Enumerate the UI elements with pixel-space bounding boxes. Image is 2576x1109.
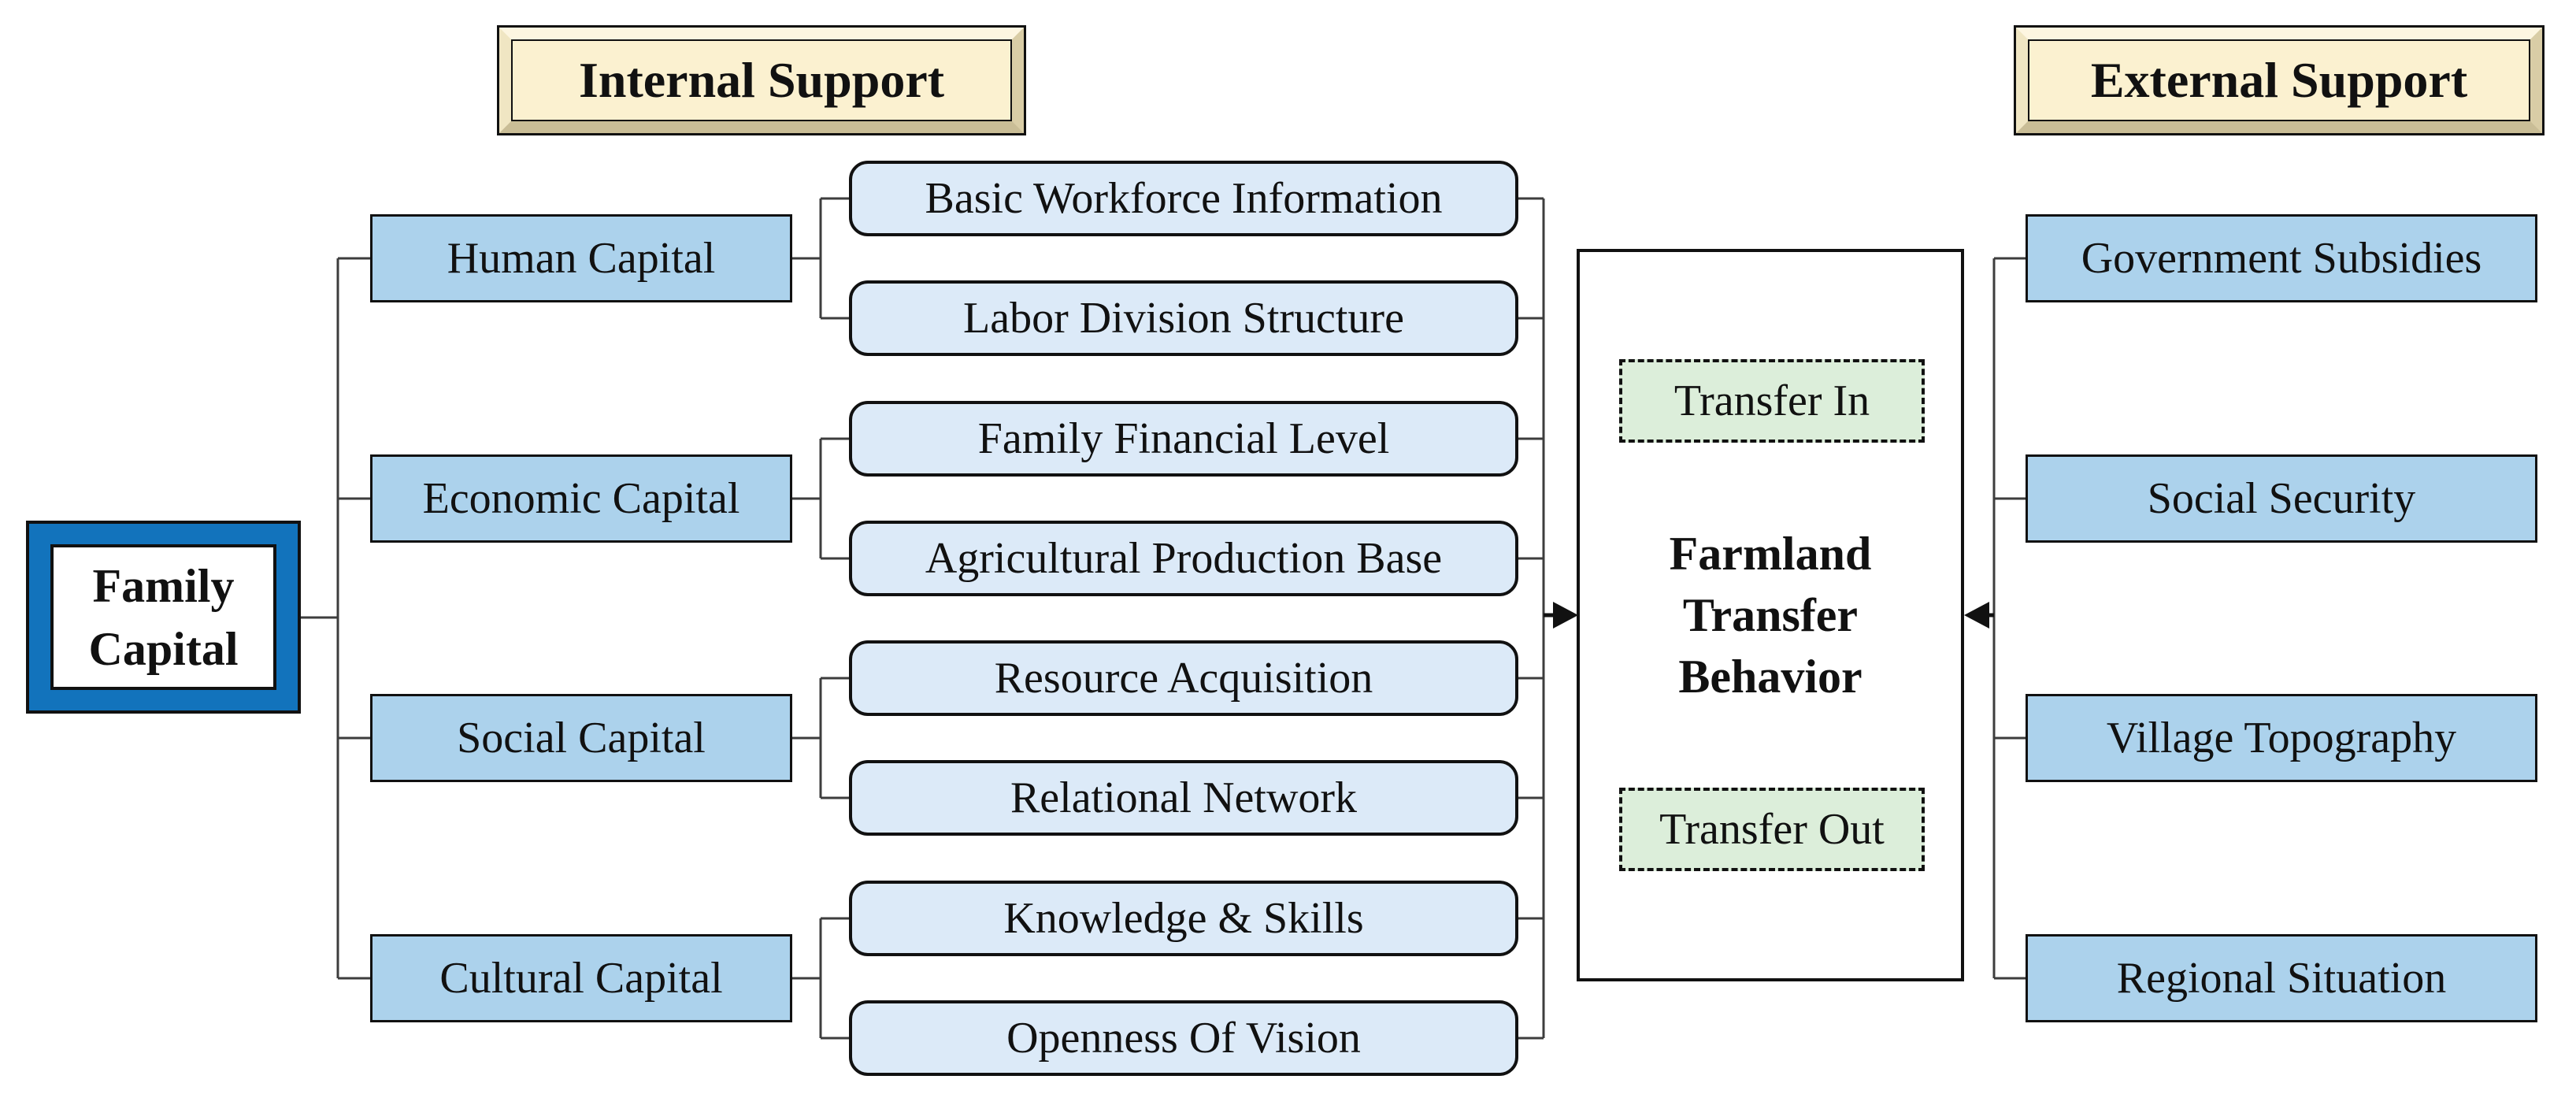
indicator-node-labor-division-structure: Labor Division Structure xyxy=(849,280,1518,356)
indicator-node-family-financial-level: Family Financial Level xyxy=(849,401,1518,477)
transfer-in-badge: Transfer In xyxy=(1619,359,1925,443)
center-label-line3: Behavior xyxy=(1678,651,1863,703)
connector-economic-capital-indicators xyxy=(792,437,849,560)
capital-node-economic: Economic Capital xyxy=(370,454,792,543)
center-label-line1: Farmland xyxy=(1669,528,1872,580)
external-factor-node-village-topography: Village Topography xyxy=(2026,694,2537,782)
connector-indicators-to-center-bus xyxy=(1518,197,1545,1040)
internal-support-title-plaque: Internal Support xyxy=(497,25,1026,135)
external-factor-node-government-subsidies: Government Subsidies xyxy=(2026,214,2537,302)
external-support-label: External Support xyxy=(2028,39,2530,121)
connector-human-capital-indicators xyxy=(792,197,849,320)
connector-family-to-capitals xyxy=(301,257,370,980)
family-capital-node: Family Capital xyxy=(26,521,301,714)
external-factor-node-regional-situation: Regional Situation xyxy=(2026,934,2537,1022)
external-support-title-plaque: External Support xyxy=(2014,25,2544,135)
external-factor-node-social-security: Social Security xyxy=(2026,454,2537,543)
internal-support-label: Internal Support xyxy=(511,39,1012,121)
indicator-node-knowledge-skills: Knowledge & Skills xyxy=(849,881,1518,956)
indicator-node-resource-acquisition: Resource Acquisition xyxy=(849,640,1518,716)
indicator-node-basic-workforce-information: Basic Workforce Information xyxy=(849,161,1518,236)
capital-node-human: Human Capital xyxy=(370,214,792,302)
family-capital-line1: Family xyxy=(92,559,235,612)
capital-node-social: Social Capital xyxy=(370,694,792,782)
internal-support-bevel-frame: Internal Support xyxy=(499,28,1024,133)
indicator-node-agricultural-production-base: Agricultural Production Base xyxy=(849,521,1518,596)
transfer-out-badge: Transfer Out xyxy=(1619,788,1925,871)
indicator-node-openness-of-vision: Openness Of Vision xyxy=(849,1000,1518,1076)
capital-node-cultural: Cultural Capital xyxy=(370,934,792,1022)
connector-cultural-capital-indicators xyxy=(792,917,849,1040)
center-label-line2: Transfer xyxy=(1682,589,1859,641)
family-capital-label: Family Capital xyxy=(50,544,276,690)
connector-social-capital-indicators xyxy=(792,677,849,799)
family-capital-line2: Capital xyxy=(88,622,239,675)
indicator-node-relational-network: Relational Network xyxy=(849,760,1518,836)
arrow-into-center-right-icon xyxy=(1964,602,1989,629)
farmland-transfer-behavior-label: Farmland Transfer Behavior xyxy=(1577,523,1964,707)
external-support-bevel-frame: External Support xyxy=(2016,28,2542,133)
arrow-into-center-left-icon xyxy=(1553,602,1578,629)
connector-external-factors-bus xyxy=(1992,257,2026,980)
